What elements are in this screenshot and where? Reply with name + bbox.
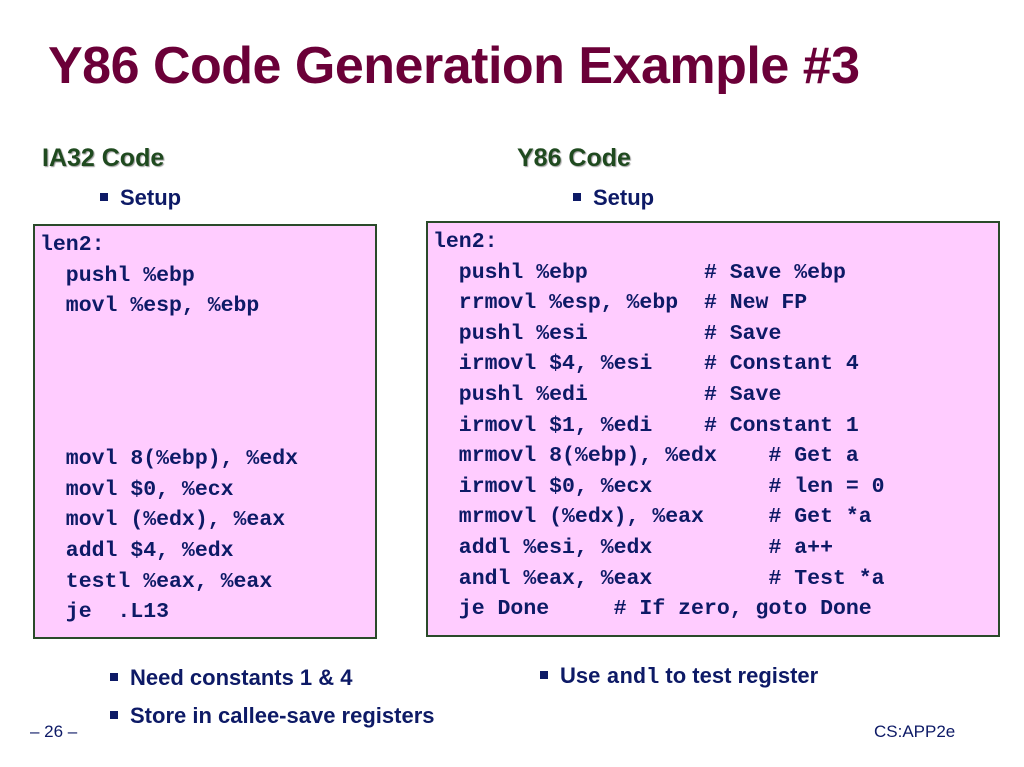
note-callee-save: Store in callee-save registers bbox=[110, 703, 435, 729]
code-line: movl (%edx), %eax bbox=[40, 508, 286, 533]
bullet-square-icon bbox=[573, 193, 581, 202]
code-line: irmovl $0, %ecx # len = 0 bbox=[433, 474, 885, 499]
bullet-square-icon bbox=[110, 711, 118, 720]
code-line: testl %eax, %eax bbox=[40, 569, 273, 594]
code-line: mrmovl (%edx), %eax # Get *a bbox=[433, 505, 872, 530]
y86-bullet-label: Setup bbox=[593, 185, 655, 210]
ia32-bullet-label: Setup bbox=[120, 185, 182, 210]
code-line: movl $0, %ecx bbox=[40, 477, 234, 502]
bullet-square-icon bbox=[100, 193, 108, 202]
page-number: – 26 – bbox=[30, 722, 78, 741]
ia32-heading: IA32 Code bbox=[42, 144, 165, 172]
code-line: pushl %esi # Save bbox=[433, 321, 782, 346]
code-line: addl %esi, %edx # a++ bbox=[433, 536, 833, 560]
note-andl: Use andl to test register bbox=[540, 663, 818, 690]
code-line: addl $4, %edx bbox=[40, 539, 234, 563]
code-line: len2: bbox=[433, 230, 498, 254]
bullet-square-icon bbox=[110, 673, 118, 682]
code-line: len2: bbox=[40, 233, 105, 257]
note-andl-prefix: Use bbox=[560, 663, 607, 688]
y86-code-box bbox=[426, 221, 1000, 637]
code-line: pushl %ebp # Save %ebp bbox=[433, 260, 846, 285]
code-line: movl 8(%ebp), %edx bbox=[40, 447, 299, 472]
code-line: irmovl $1, %edi # Constant 1 bbox=[433, 413, 859, 438]
course-label: CS:APP2e bbox=[874, 722, 956, 741]
code-line: pushl %edi # Save bbox=[433, 383, 782, 407]
code-line: irmovl $4, %esi # Constant 4 bbox=[433, 352, 859, 377]
code-line: movl %esp, %ebp bbox=[40, 294, 260, 319]
code-line: pushl %ebp bbox=[40, 263, 195, 288]
y86-heading: Y86 Code bbox=[517, 144, 631, 172]
note-andl-suffix: to test register bbox=[659, 663, 819, 688]
slide-title: Y86 Code Generation Example #3 bbox=[48, 37, 860, 95]
code-line: rrmovl %esp, %ebp # New FP bbox=[433, 291, 808, 316]
y86-bullet: Setup bbox=[573, 185, 654, 211]
ia32-bullet: Setup bbox=[100, 185, 181, 211]
note-callee-save-label: Store in callee-save registers bbox=[130, 703, 435, 728]
bullet-square-icon bbox=[540, 671, 548, 680]
ia32-code-box bbox=[33, 224, 377, 639]
note-constants-label: Need constants 1 & 4 bbox=[130, 665, 353, 690]
code-line: mrmovl 8(%ebp), %edx # Get a bbox=[433, 444, 859, 469]
note-andl-code: andl bbox=[606, 665, 660, 690]
note-constants: Need constants 1 & 4 bbox=[110, 665, 353, 691]
code-line: andl %eax, %eax # Test *a bbox=[433, 566, 885, 591]
code-line: je Done # If zero, goto Done bbox=[433, 597, 872, 622]
code-line: je .L13 bbox=[40, 600, 170, 625]
